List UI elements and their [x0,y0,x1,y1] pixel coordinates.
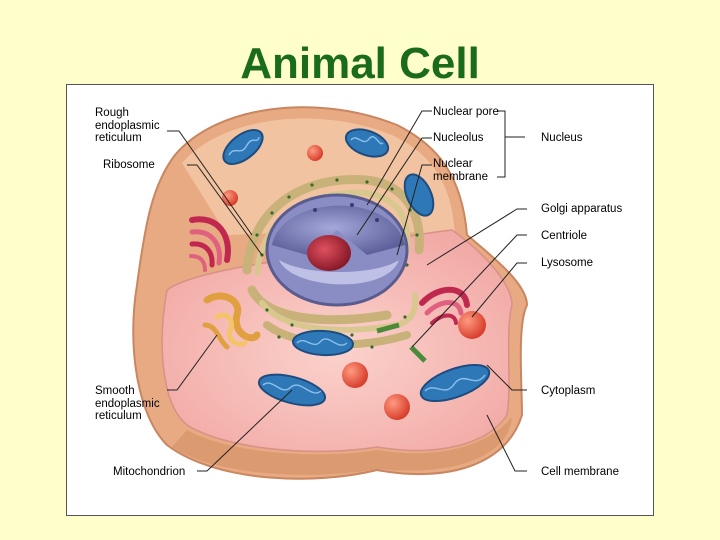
label-nuclear-pore: Nuclear pore [433,106,499,119]
label-centriole: Centriole [541,230,587,243]
label-rough-er: Rough endoplasmic reticulum [95,107,160,145]
label-lysosome: Lysosome [541,257,593,270]
label-nucleolus: Nucleolus [433,132,484,145]
label-cell-membrane: Cell membrane [541,466,619,479]
label-smooth-er: Smooth endoplasmic reticulum [95,385,160,423]
slide-title: Animal Cell [0,38,720,90]
label-nuclear-membrane: Nuclear membrane [433,158,488,183]
nucleus [267,195,407,305]
cell-diagram [67,85,655,517]
label-cytoplasm: Cytoplasm [541,385,595,398]
label-mitochondrion: Mitochondrion [113,466,185,479]
label-nucleus: Nucleus [541,132,583,145]
label-ribosome: Ribosome [103,159,155,172]
label-golgi-apparatus: Golgi apparatus [541,203,622,216]
nucleolus-body [307,235,351,271]
diagram-frame: Rough endoplasmic reticulum Ribosome Nuc… [66,84,654,516]
